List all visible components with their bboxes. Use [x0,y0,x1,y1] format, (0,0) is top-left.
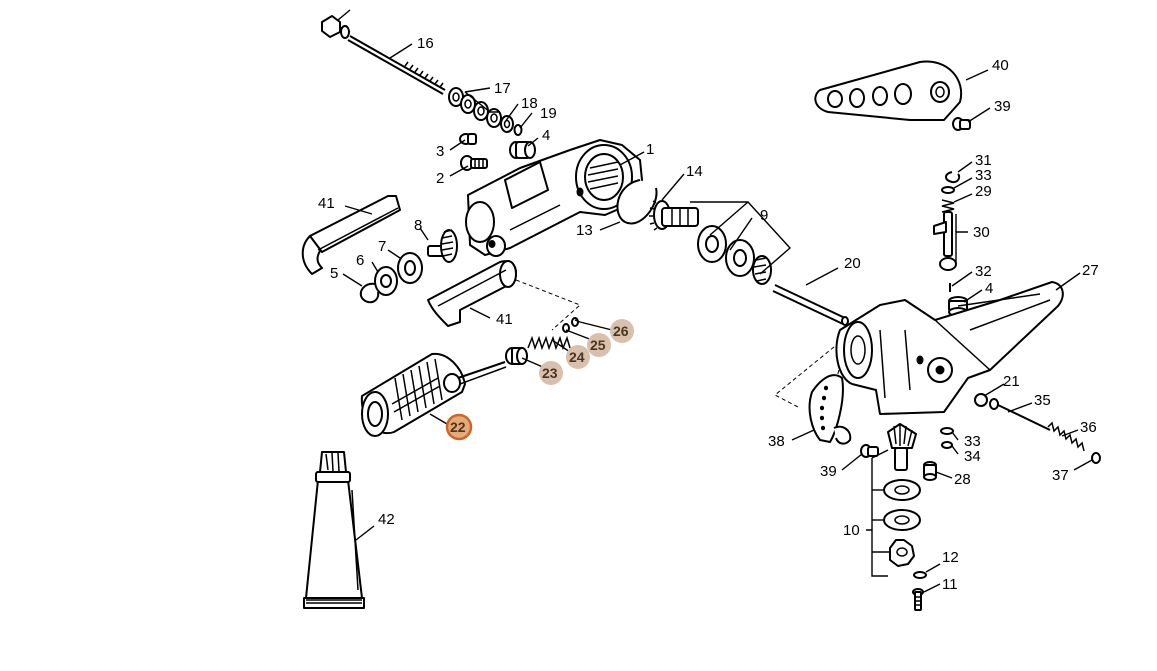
callout-circle-25[interactable] [587,333,611,357]
part-37-end [1091,452,1101,464]
part-18-washer [500,115,514,133]
label-36: 36 [1080,419,1097,436]
part-4-plug-top [509,141,536,159]
part-12-washer [913,571,927,579]
callout-circle-22[interactable] [445,413,473,441]
part-28-sleeve [923,461,937,481]
part-22-handle-grip [360,352,507,437]
label-39-top: 39 [994,98,1011,115]
label-8: 8 [414,217,422,234]
label-24: 24 [569,349,585,365]
part-27-gear-housing [835,281,1064,415]
label-4-top: 4 [542,127,550,144]
part-26-clip [571,317,579,327]
part-bevel-gear [887,423,917,471]
part-5-circlip [359,282,380,304]
part-41-cover-top [301,195,401,275]
label-16: 16 [417,35,434,52]
label-35: 35 [1034,392,1051,409]
label-5: 5 [330,265,338,282]
part-21-screw [974,393,988,407]
part-30-pin [933,211,957,271]
part-labels: 16 17 18 19 4 3 2 1 14 13 9 20 41 8 7 6 … [318,35,1099,593]
label-2: 2 [436,170,444,187]
part-2-screw [460,155,488,171]
label-13: 13 [576,222,593,239]
label-42: 42 [378,511,395,528]
callout-circles [445,319,634,441]
label-39-bottom: 39 [820,463,837,480]
label-3: 3 [436,143,444,160]
part-42-grease-tube [303,451,365,609]
label-17: 17 [494,80,511,97]
label-38: 38 [768,433,785,450]
label-27: 27 [1082,262,1099,279]
part-29-spring [941,199,955,213]
callout-circle-26[interactable] [610,319,634,343]
label-34: 34 [964,448,981,465]
label-11: 11 [942,576,958,593]
part-9-bearings [697,225,772,285]
callout-circle-24[interactable] [566,345,590,369]
label-33-top: 33 [975,167,992,184]
label-26: 26 [613,323,629,339]
label-4-right: 4 [985,280,993,297]
label-7: 7 [378,238,386,255]
label-14: 14 [686,163,703,180]
part-33-washer-right [940,427,954,435]
part-40-lever [814,60,963,121]
part-11-screw [912,588,924,611]
label-33-right: 33 [964,433,981,450]
label-9: 9 [760,207,768,224]
part-6-bearing [374,266,398,296]
part-1-clamp-housing [465,139,643,257]
part-39-screw-top [952,117,971,131]
label-25: 25 [590,337,606,353]
part-16-bolt [321,15,446,95]
label-31: 31 [975,152,992,169]
part-23-nut [505,347,528,365]
label-37: 37 [1052,467,1069,484]
label-22: 22 [450,419,466,435]
label-21: 21 [1003,373,1020,390]
label-28: 28 [954,471,971,488]
part-36-spring [1047,421,1085,452]
label-1: 1 [646,141,654,158]
label-32: 32 [975,263,992,280]
label-18: 18 [521,95,538,112]
label-41-top: 41 [318,195,335,212]
label-6: 6 [356,252,364,269]
label-12: 12 [942,549,959,566]
label-30: 30 [973,224,990,241]
part-33-washer-top [941,186,955,194]
label-41-lower: 41 [496,311,513,328]
part-35-screw [989,398,1051,431]
label-29: 29 [975,183,992,200]
part-10-bearings [883,479,921,531]
label-10: 10 [843,522,860,539]
label-20: 20 [844,255,861,272]
part-8-gear [427,229,458,263]
part-39-screw-bottom [860,444,879,458]
callout-circle-23[interactable] [539,361,563,385]
part-31-circlip [945,171,961,184]
part-38-bracket [808,374,852,445]
part-14-gear-shaft [649,200,699,231]
part-sprocket [889,539,915,567]
label-19: 19 [540,105,557,122]
leader-lines [337,9,1093,593]
part-24-spring [527,335,571,351]
part-7-bearing [397,252,423,284]
part-13-circlip [616,179,658,225]
part-34-washer [941,441,953,449]
part-41-cover-lower [427,260,518,327]
part-20-shaft [772,284,849,326]
label-23: 23 [542,365,558,381]
label-40: 40 [992,57,1009,74]
